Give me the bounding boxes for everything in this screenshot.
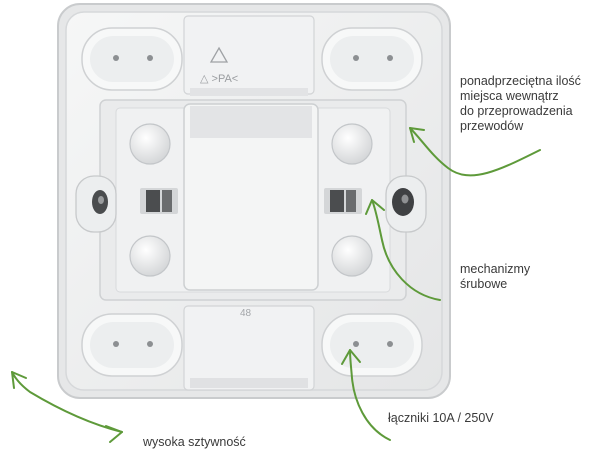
post-bottom-right [331,235,373,277]
callout-rigidity-text: wysoka sztywność [143,435,246,449]
arrow-rigidity-icon [11,371,123,443]
screw-slot-right [385,175,427,233]
post-top-right [331,123,373,165]
callout-space-line-3: do przeprowadzenia [460,104,573,118]
arrow-connectors-icon [341,349,391,441]
callout-connectors-text: łączniki 10A / 250V [388,411,494,425]
pad-bottom-right [321,313,423,377]
callout-space-line-2: miejsca wewnątrz [460,89,559,103]
callout-space-line-1: ponadprzeciętna ilość [460,74,581,88]
callout-screws-line-1: mechanizmy [460,262,531,276]
pad-bottom-left [81,313,183,377]
callout-connectors: łączniki 10A / 250V [388,411,494,426]
terminal-right [324,188,362,214]
arrow-screws-icon [365,199,441,301]
cavity-number: 48 [240,308,252,319]
callout-space-line-4: przewodów [460,119,524,133]
pad-top-right [321,27,423,91]
bottom-channel [183,305,315,391]
arrow-space-icon [409,127,541,177]
terminal-left [140,188,178,214]
post-bottom-left [129,235,171,277]
callout-rigidity: wysoka sztywność [143,435,246,450]
pad-top-left [81,27,183,91]
recycle-triangle-icon [209,46,229,63]
center-plate [183,103,319,291]
mold-mark: △ >PA< [200,73,238,85]
callout-screws: mechanizmy śrubowe [460,262,530,292]
screw-slot-left [75,175,117,233]
callout-space: ponadprzeciętna ilość miejsca wewnątrz d… [460,74,581,134]
callout-screws-line-2: śrubowe [460,277,508,291]
post-top-left [129,123,171,165]
